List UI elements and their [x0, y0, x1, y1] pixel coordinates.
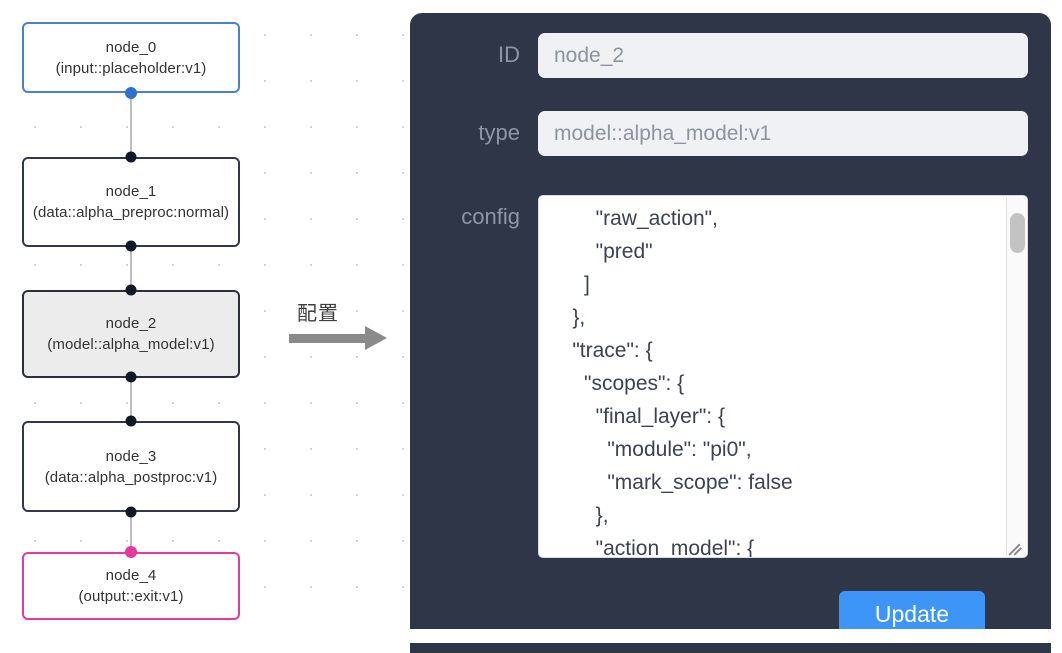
graph-node-node_1[interactable]: node_1(data::alpha_preproc:normal)	[22, 157, 240, 247]
edge-node2-node3	[130, 377, 132, 421]
port-node_4-in[interactable]	[125, 546, 137, 558]
port-node_2-out[interactable]	[125, 371, 137, 383]
config-editor: "raw_action", "pred" ] }, "trace": { "sc…	[538, 195, 1028, 558]
id-input[interactable]	[538, 33, 1028, 78]
graph-node-node_2[interactable]: node_2(model::alpha_model:v1)	[22, 290, 240, 378]
arrow-label: 配置	[297, 301, 339, 325]
config-scrollbar-thumb[interactable]	[1010, 213, 1025, 253]
port-node_0-out[interactable]	[125, 87, 137, 99]
config-scrollbar[interactable]	[1006, 197, 1026, 556]
node-label: node_2(model::alpha_model:v1)	[47, 315, 215, 353]
edge-node1-node2	[130, 246, 132, 291]
node-label: node_4(output::exit:v1)	[78, 567, 184, 605]
field-row-type: type	[420, 111, 1028, 156]
arrow-shaft-icon	[289, 334, 367, 343]
id-field-label: ID	[498, 42, 520, 67]
edge-node0-node1	[130, 93, 132, 158]
port-node_3-in[interactable]	[125, 415, 137, 427]
graph-node-node_3[interactable]: node_3(data::alpha_postproc:v1)	[22, 421, 240, 512]
type-input[interactable]	[538, 111, 1028, 156]
port-node_1-in[interactable]	[125, 151, 137, 163]
field-row-config: config "raw_action", "pred" ] }, "trace"…	[420, 195, 1028, 558]
arrow-head-icon	[365, 326, 387, 350]
graph-node-node_4[interactable]: node_4(output::exit:v1)	[22, 552, 240, 620]
node-inspector-panel: ID type config "raw_action", "pred" ] },…	[410, 13, 1051, 653]
node-label: node_1(data::alpha_preproc:normal)	[32, 183, 230, 221]
edge-node3-node4	[130, 512, 132, 552]
port-node_1-out[interactable]	[125, 240, 137, 252]
resize-grip-icon[interactable]	[1008, 540, 1025, 556]
config-arrow-annotation: 配置	[289, 297, 397, 359]
config-textarea[interactable]: "raw_action", "pred" ] }, "trace": { "sc…	[538, 195, 1028, 558]
config-field-label: config	[461, 204, 520, 229]
type-field-label: type	[478, 120, 520, 145]
node-label: node_0(input::placeholder:v1)	[55, 38, 207, 77]
graph-node-node_0[interactable]: node_0(input::placeholder:v1)	[22, 22, 240, 93]
port-node_3-out[interactable]	[125, 506, 137, 518]
node-label: node_3(data::alpha_postproc:v1)	[44, 447, 218, 486]
field-row-id: ID	[420, 33, 1028, 78]
canvas-bottom-strip	[0, 629, 1062, 643]
port-node_2-in[interactable]	[125, 284, 137, 296]
